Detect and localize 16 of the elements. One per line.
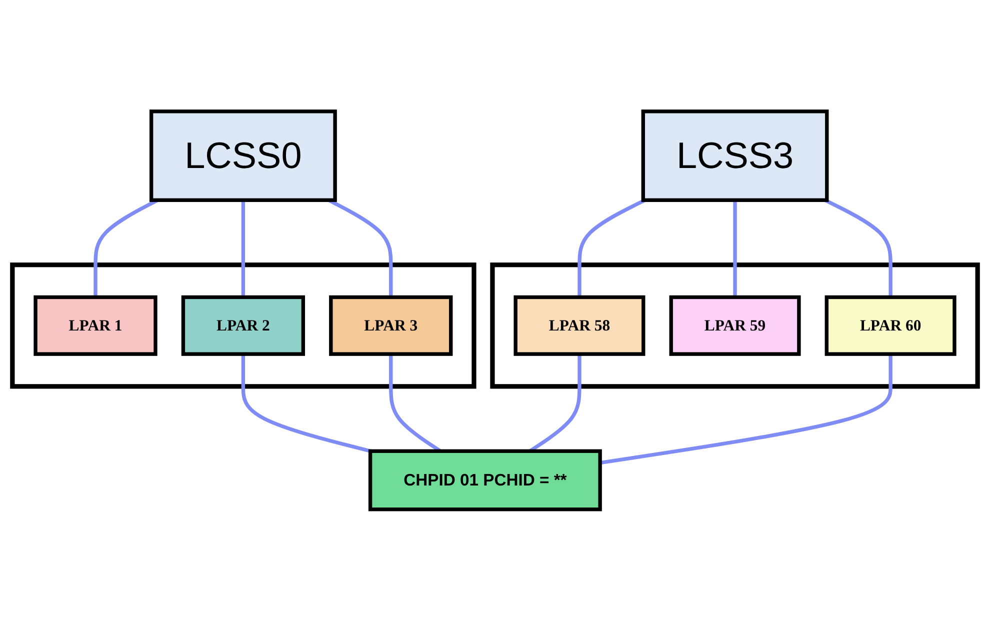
node-box: LCSS0 [149, 110, 337, 202]
cluster [10, 262, 476, 389]
connector [241, 354, 372, 454]
connector [241, 200, 246, 298]
node-box: LPAR 1 [34, 295, 158, 356]
node-box: LCSS3 [641, 110, 829, 202]
node-box: CHPID 01 PCHID = ** [368, 449, 602, 512]
connector [824, 198, 892, 298]
node-box: LPAR 60 [824, 295, 956, 356]
node-box: LPAR 3 [329, 295, 453, 356]
connector [733, 200, 737, 298]
cluster [490, 262, 980, 389]
connector [578, 198, 646, 298]
node-box: LPAR 58 [514, 295, 646, 356]
node-box: LPAR 2 [181, 295, 306, 356]
node-box: LPAR 59 [669, 295, 801, 356]
